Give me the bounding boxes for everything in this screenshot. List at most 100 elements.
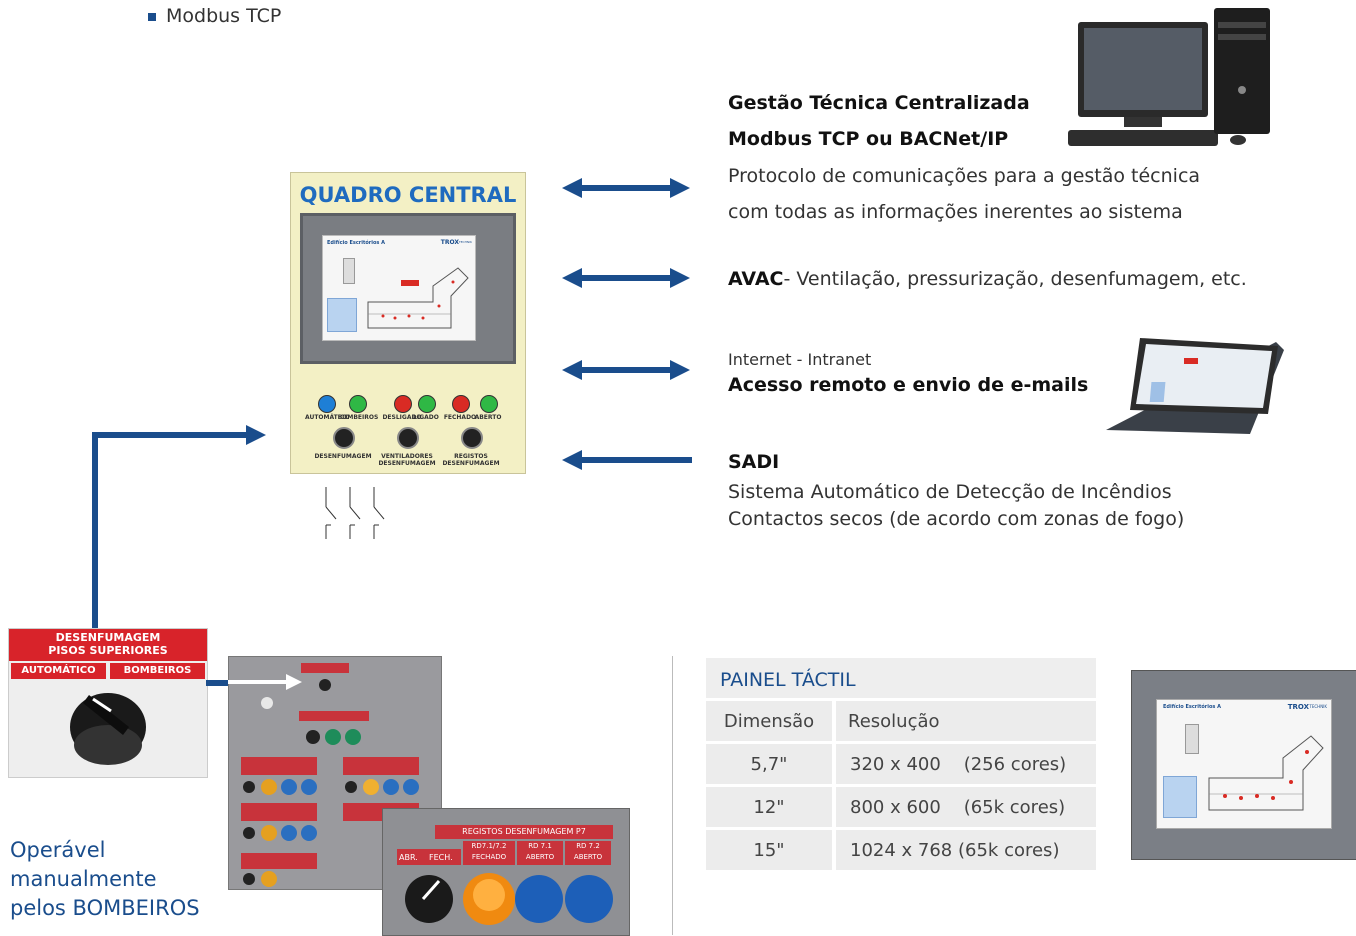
- operable-line-3: pelos BOMBEIROS: [10, 896, 200, 920]
- lamp-green-icon: [418, 395, 436, 413]
- table-row: 15" 1024 x 768 (65k cores): [706, 830, 1096, 870]
- screen-building-name: Edifício Escritórios A: [327, 240, 386, 246]
- table-cell-dim: 15": [706, 830, 832, 870]
- operable-line-2: manualmente: [10, 867, 157, 891]
- avac-label: AVAC: [728, 268, 784, 290]
- lamp-green-icon: [349, 395, 367, 413]
- table-cell-colors: (256 cores): [963, 753, 1067, 775]
- screen-brand-logo: TROX: [1287, 703, 1309, 711]
- switch-label-bombeiros: BOMBEIROS: [110, 663, 205, 679]
- lamp-aberto: [480, 395, 498, 413]
- knob-label: VENTILADORES DESENFUMAGEM: [378, 453, 436, 467]
- lamp-bombeiros: [349, 395, 367, 413]
- internet-label: Internet - Intranet: [728, 350, 872, 369]
- switch-panel-title-2: PISOS SUPERIORES: [48, 644, 168, 657]
- knob-registos[interactable]: [461, 427, 483, 449]
- legend-box: [327, 298, 357, 332]
- lamp-label: AUTOMÁTICO: [305, 414, 350, 421]
- floor-plan-icon: [1208, 735, 1324, 811]
- touch-table-title: PAINEL TÁCTIL: [706, 658, 1096, 698]
- avac-line: AVAC- Ventilação, pressurização, desenfu…: [728, 268, 1247, 290]
- closeup-label-fech: FECH.: [429, 853, 453, 862]
- table-header-dimension: Dimensão: [706, 701, 832, 741]
- rotary-switch-icon[interactable]: [63, 675, 153, 771]
- bullet-square-icon: [148, 12, 156, 21]
- closeup-label-bg: [397, 849, 461, 865]
- white-arrow-icon: [228, 674, 302, 690]
- switch-panel-title-1: DESENFUMAGEM: [55, 631, 161, 644]
- screen-brand-sub: TECHNIK: [458, 240, 472, 244]
- lamp-fechado: [452, 395, 470, 413]
- legend-box: [1163, 776, 1197, 818]
- connector-line: [92, 425, 266, 630]
- switch-panel: DESENFUMAGEM PISOS SUPERIORES AUTOMÁTICO…: [8, 628, 208, 778]
- tablet-icon: [1106, 338, 1284, 434]
- gtc-title: Gestão Técnica Centralizada: [728, 92, 1030, 114]
- control-panel-photo: [241, 663, 419, 887]
- screen-display: Edifício Escritórios A TROX TECHNIK: [322, 235, 476, 341]
- lamp-label: ABERTO: [474, 414, 502, 421]
- operable-text: Operável manualmente pelos BOMBEIROS: [10, 836, 200, 923]
- table-row: 12" 800 x 600 (65k cores): [706, 787, 1096, 827]
- connection-arrows: [562, 178, 692, 470]
- table-cell-colors: (65k cores): [963, 796, 1066, 818]
- avac-description: - Ventilação, pressurização, desenfumage…: [783, 268, 1247, 290]
- table-cell-res: 320 x 400: [850, 753, 941, 775]
- gtc-protocols: Modbus TCP ou BACNet/IP: [728, 128, 1009, 150]
- table-cell-res: 800 x 600: [850, 796, 941, 818]
- floor-plan-icon: [367, 267, 469, 329]
- table-cell-dim: 5,7": [706, 744, 832, 784]
- knob-label: REGISTOS DESENFUMAGEM: [442, 453, 500, 467]
- gtc-description-2: com todas as informações inerentes ao si…: [728, 201, 1183, 223]
- table-row: 5,7" 320 x 400 (256 cores): [706, 744, 1096, 784]
- gtc-description-1: Protocolo de comunicações para a gestão …: [728, 165, 1201, 187]
- closeup-photo: REGISTOS DESENFUMAGEM P7 ABR. FECH. RD7.…: [382, 808, 630, 936]
- photo-connector: [206, 680, 236, 686]
- closeup-label-abr: ABR.: [399, 853, 418, 862]
- table-header-row: Dimensão Resolução: [706, 701, 1096, 741]
- screen-building-name: Edifício Escritórios A: [1163, 704, 1222, 710]
- lamp-blue-icon: [318, 395, 336, 413]
- closeup-label-rd71: RD 7.1 ABERTO: [517, 841, 563, 865]
- touch-panel-table: PAINEL TÁCTIL Dimensão Resolução 5,7" 32…: [706, 658, 1096, 873]
- lamp-automatico: [318, 395, 336, 413]
- knob-ventiladores[interactable]: [397, 427, 419, 449]
- screen-brand-logo: TROX: [440, 239, 459, 246]
- lamp-label: DESLIGADO: [382, 414, 422, 421]
- lamp-red-icon: [452, 395, 470, 413]
- table-header-resolution: Resolução: [836, 701, 1096, 741]
- lamp-label: BOMBEIROS: [337, 414, 379, 421]
- lamp-label: LIGADO: [413, 414, 439, 421]
- screen-brand-sub: TECHNIK: [1309, 704, 1327, 709]
- vertical-divider: [672, 656, 673, 935]
- central-panel-screen: Edifício Escritórios A TROX TECHNIK: [300, 213, 516, 364]
- table-cell-dim: 12": [706, 787, 832, 827]
- building-icon: [1185, 724, 1199, 754]
- table-cell-colors: (65k cores): [958, 839, 1060, 861]
- closeup-label-rd72: RD 7.2 ABERTO: [565, 841, 611, 865]
- touch-panel-screen: Edifício Escritórios A TROX TECHNIK: [1156, 699, 1332, 829]
- sadi-title: SADI: [728, 451, 780, 473]
- desktop-computer-icon: [1068, 8, 1270, 146]
- bullet-item: Modbus TCP: [148, 5, 281, 27]
- closeup-label-rd-fechado: RD7.1/7.2 FECHADO: [463, 841, 515, 865]
- dry-contacts-icon: [325, 487, 385, 539]
- lamp-label: FECHADO: [443, 414, 477, 421]
- table-cell-res: 1024 x 768: [850, 839, 953, 861]
- lamp-desligado: [394, 395, 412, 413]
- building-icon: [343, 258, 355, 284]
- lamp-ligado: [418, 395, 436, 413]
- sadi-line-2: Contactos secos (de acordo com zonas de …: [728, 508, 1185, 530]
- closeup-buttons: [405, 873, 613, 925]
- lamp-green-icon: [480, 395, 498, 413]
- central-panel: QUADRO CENTRAL Edifício Escritórios A TR…: [290, 172, 526, 474]
- knob-desenfumagem[interactable]: [333, 427, 355, 449]
- touch-panel-photo: Edifício Escritórios A TROX TECHNIK: [1131, 670, 1356, 860]
- switch-panel-header: DESENFUMAGEM PISOS SUPERIORES: [9, 629, 207, 661]
- central-panel-title: QUADRO CENTRAL: [299, 183, 517, 207]
- remote-access-label: Acesso remoto e envio de e-mails: [728, 374, 1089, 396]
- switch-label-automatico: AUTOMÁTICO: [11, 663, 106, 679]
- operable-line-1: Operável: [10, 838, 106, 862]
- knob-label: DESENFUMAGEM: [314, 453, 372, 460]
- closeup-header: REGISTOS DESENFUMAGEM P7: [435, 825, 613, 839]
